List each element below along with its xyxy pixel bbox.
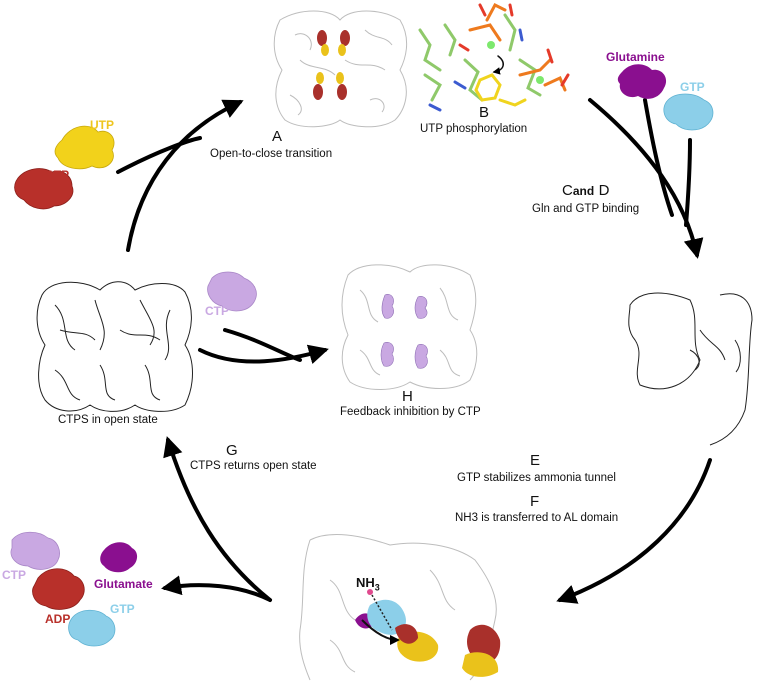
step-a-desc: Open-to-close transition [210,148,333,160]
arrow-release [161,575,272,602]
atp-label: ATP [46,168,70,182]
nh3-sub: 3 [374,582,380,593]
gtp-bottom-label: GTP [110,602,135,616]
adp-label: ADP [45,612,71,626]
step-a-letter: A [272,128,283,145]
ctp-center-label: CTP [205,304,229,318]
arrow-open-to-closed [126,99,244,252]
arrow-return-open [163,436,272,602]
glutamate-molecule [100,542,138,573]
step-cd-letters: Cand D [562,182,609,200]
nh3-main: NH [356,575,375,590]
step-b-desc: UTP phosphorylation [420,123,528,135]
step-e-desc: GTP stabilizes ammonia tunnel [457,472,616,484]
ctp-molecule-bottom [10,531,60,570]
step-g-desc: CTPS returns open state [190,460,317,472]
utp-label: UTP [90,118,114,132]
structure-inhibited [341,264,478,390]
arrow-atp-utp-join [116,136,202,174]
arrow-gtp-join [684,138,692,227]
step-cd-and: and [572,184,595,198]
utp-molecule [54,125,115,170]
ctp-molecule-center [207,271,257,312]
ctp-bottom-label: CTP [2,568,26,582]
arrow-glutamine-join [643,98,674,217]
glutamine-label: Glutamine [606,50,665,64]
gtp-molecule-top [663,93,714,131]
nh3-label: NH3 [356,575,380,593]
open-state-label: CTPS in open state [58,414,158,426]
step-f-desc: NH3 is transferred to AL domain [455,512,619,524]
cycle-arrows [116,98,712,604]
structure-tunnel [299,534,501,681]
arrow-tunnel [556,458,712,604]
structure-open-left [36,281,193,412]
step-h-desc: Feedback inhibition by CTP [340,406,481,418]
active-site-model [418,3,570,112]
gtp-top-label: GTP [680,80,705,94]
step-g-letter: G [226,442,238,459]
step-cd-desc: Gln and GTP binding [532,203,640,215]
arrow-feedback [198,344,329,365]
arrow-ctp-join [223,328,302,362]
step-h-letter: H [402,388,413,405]
glutamate-label: Glutamate [94,577,153,591]
step-b-letter: B [479,104,490,121]
atp-molecule [14,168,74,210]
step-c-letter: C [562,182,573,199]
structure-top [273,10,408,128]
step-e-letter: E [530,452,541,469]
gtp-molecule-bottom [68,609,116,647]
step-f-letter: F [530,493,540,510]
adp-molecule [32,568,85,610]
glutamine-molecule [617,64,667,99]
step-d-letter: D [598,182,610,199]
structure-right [628,292,753,446]
